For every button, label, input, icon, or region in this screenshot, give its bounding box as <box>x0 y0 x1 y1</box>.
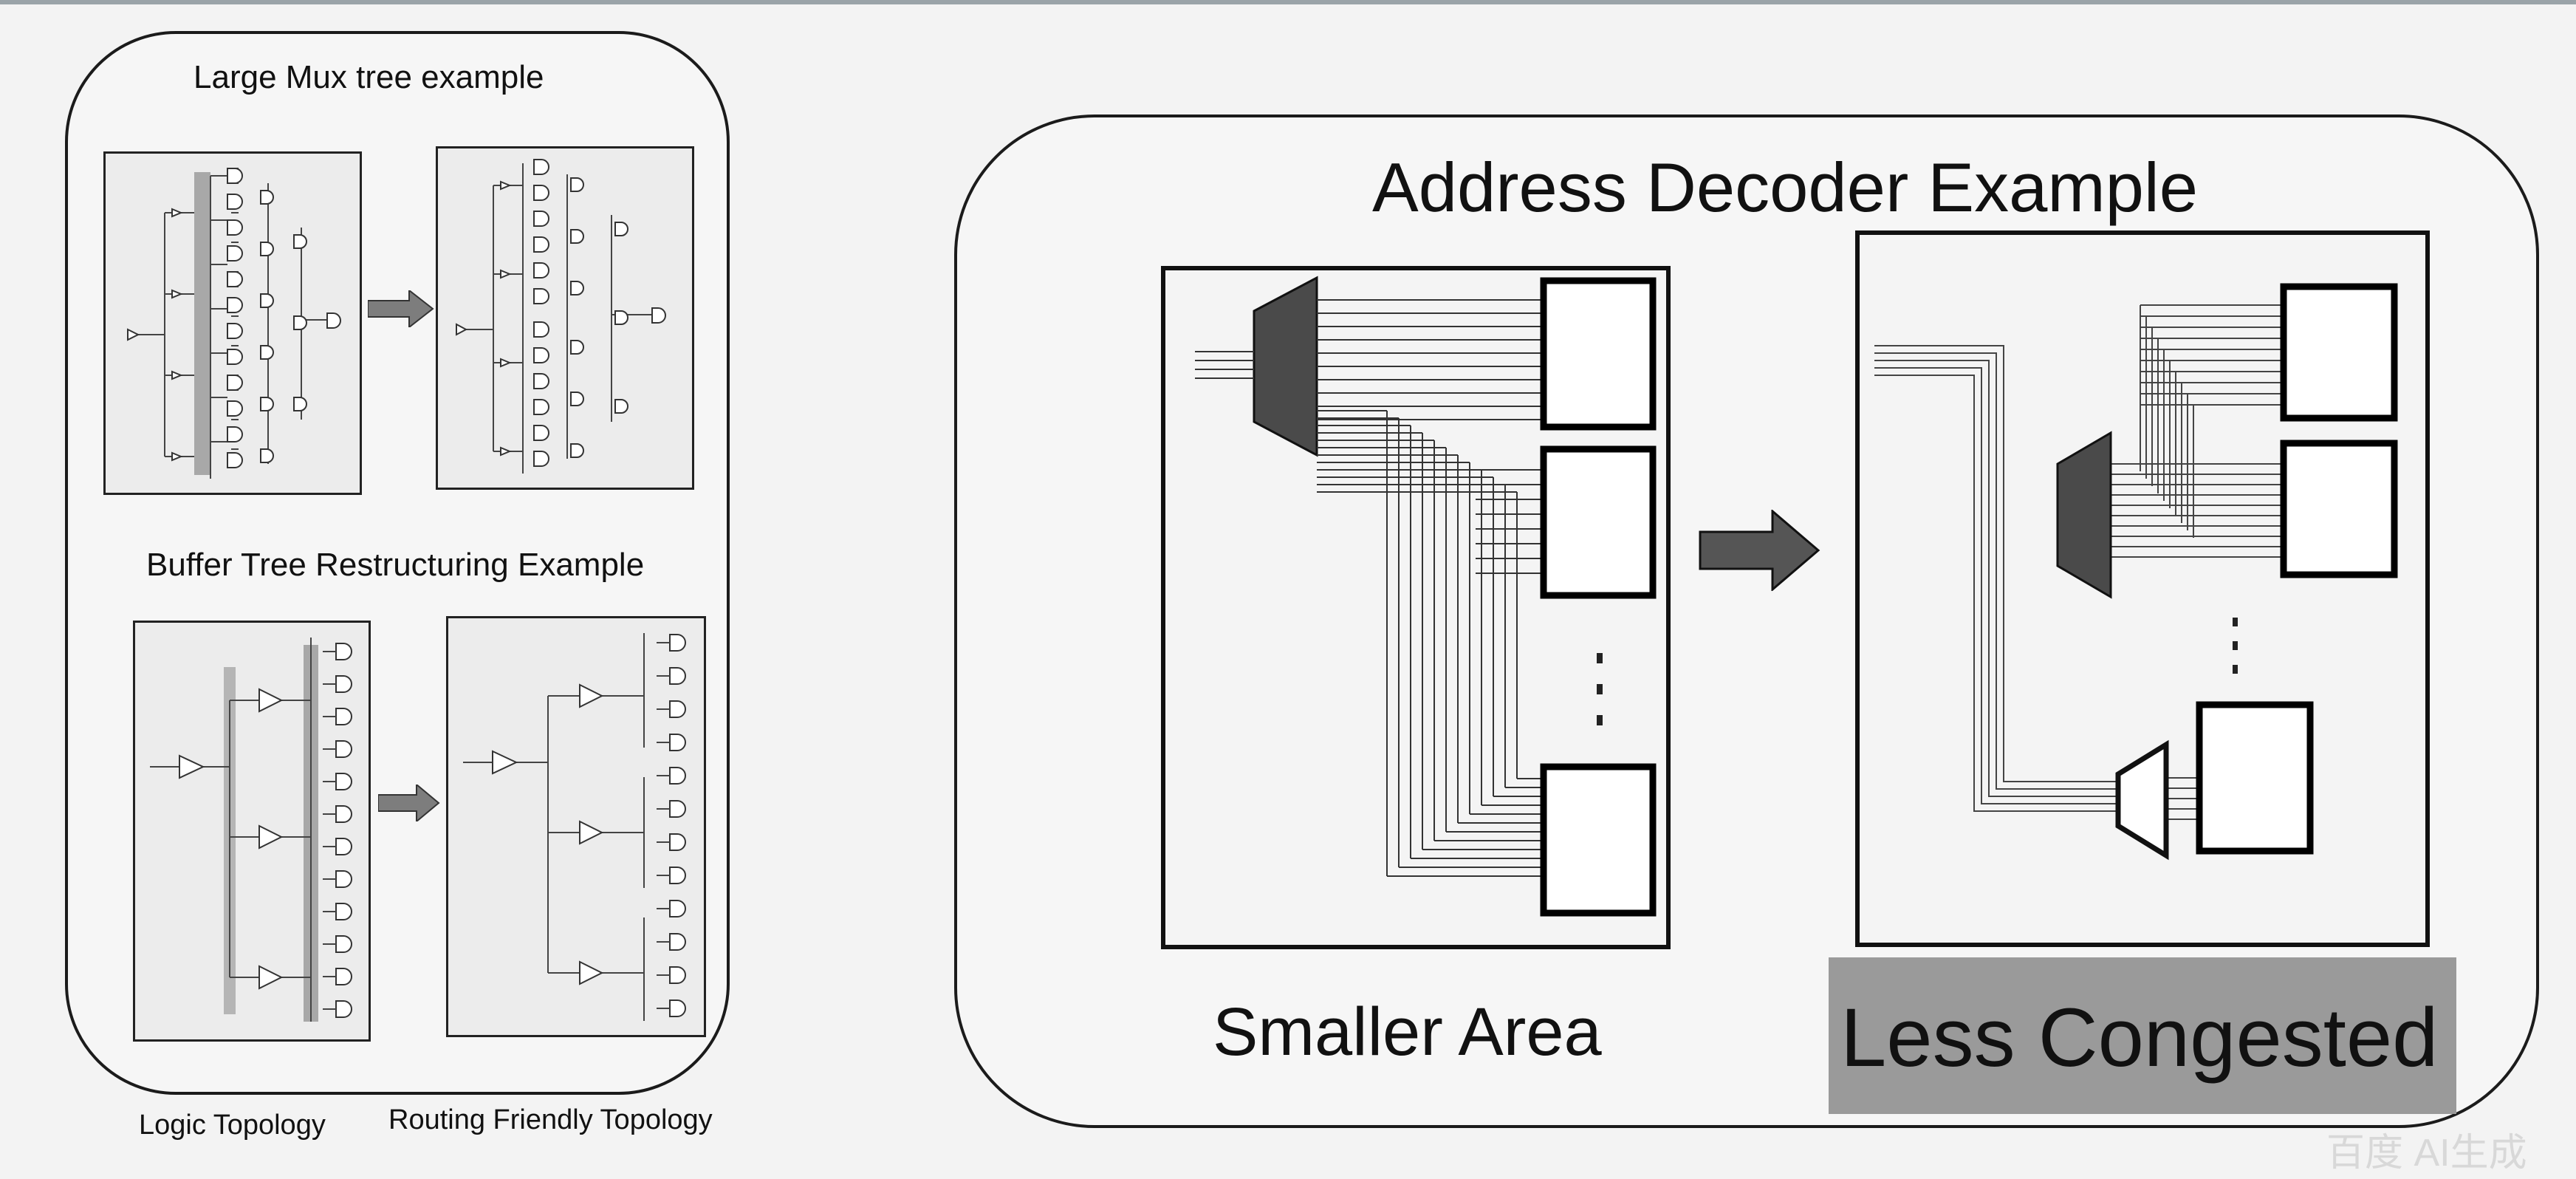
routing-friendly-topology-label: Routing Friendly Topology <box>388 1104 713 1135</box>
watermark: 百度 AI生成 <box>2326 1132 2527 1175</box>
less-congested-highlight <box>1829 957 2456 1114</box>
decoder-layout-after <box>1855 230 2430 947</box>
decoder-layout-before <box>1161 266 1671 949</box>
buffer-tree-after <box>446 616 706 1037</box>
smaller-area-label: Smaller Area <box>1213 994 1602 1070</box>
logic-topology-label: Logic Topology <box>139 1110 326 1141</box>
mux-arrow <box>367 288 434 329</box>
less-congested-label: Less Congested <box>1840 991 2439 1084</box>
mux-tree-title: Large Mux tree example <box>193 59 544 95</box>
decoder-arrow <box>1699 508 1824 592</box>
buffer-arrow <box>377 782 440 824</box>
mux-tree-after <box>436 146 694 490</box>
mux-tree-before <box>103 151 362 495</box>
address-decoder-title: Address Decoder Example <box>1372 148 2199 226</box>
buffer-tree-title: Buffer Tree Restructuring Example <box>146 547 645 583</box>
buffer-tree-before <box>133 621 371 1042</box>
top-border <box>0 0 2576 4</box>
